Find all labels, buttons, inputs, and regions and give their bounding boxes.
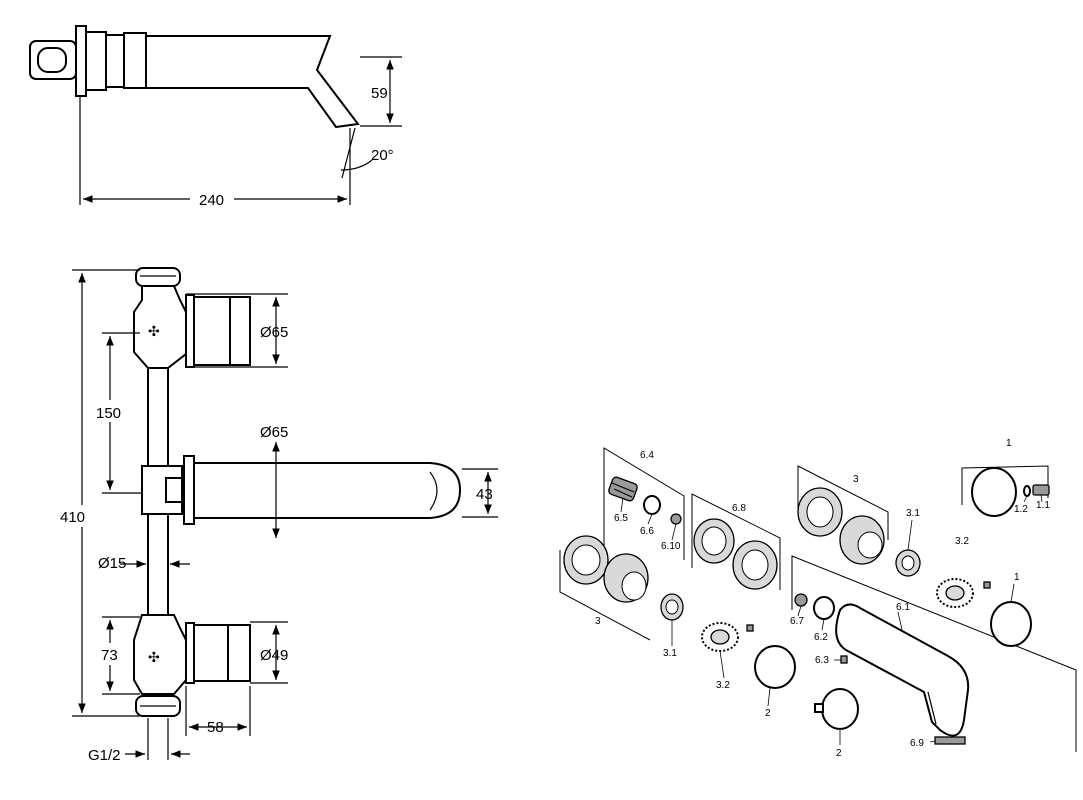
spout-angle-label: 20° <box>371 147 394 164</box>
part-1-top-handle <box>971 467 1050 517</box>
handle-depth-label: 58 <box>207 719 224 736</box>
rosette-diameter-bottom-label: Ø49 <box>260 647 288 664</box>
label-1-2: 1.2 <box>1014 504 1028 515</box>
label-1-top: 1 <box>1006 438 1012 449</box>
thread-label: G1/2 <box>88 747 121 764</box>
handle-spacing-label: 150 <box>96 405 121 422</box>
part-3-2-left <box>701 622 754 652</box>
rosette-diameter-top-label: Ø65 <box>260 324 288 341</box>
part-6-2 <box>813 596 835 620</box>
label-6-1: 6.1 <box>896 602 910 613</box>
part-6-1-spout <box>835 603 970 737</box>
rosette-diameter-spout-label: Ø65 <box>260 424 288 441</box>
part-3-top <box>797 487 885 565</box>
part-6-5 <box>608 476 638 502</box>
part-2-left <box>754 645 796 689</box>
label-6-8: 6.8 <box>732 503 746 514</box>
label-6-2: 6.2 <box>814 632 828 643</box>
part-6-6 <box>643 495 661 515</box>
part-3-1-top <box>895 549 921 577</box>
label-3-left: 3 <box>595 616 601 627</box>
label-6-6: 6.6 <box>640 526 654 537</box>
spout-side <box>85 31 360 129</box>
part-6-9 <box>934 736 966 745</box>
label-6-7: 6.7 <box>790 616 804 627</box>
part-3-2-top <box>936 578 991 608</box>
pipe-diameter-label: Ø15 <box>98 555 126 572</box>
part-1-handle <box>990 601 1032 647</box>
label-2-right: 2 <box>836 748 842 759</box>
spout-length-label: 240 <box>199 192 224 209</box>
spout-drop-label: 59 <box>371 85 388 102</box>
front-view: ✣ ✣ 410 150 73 <box>60 267 498 764</box>
label-3-top: 3 <box>853 474 859 485</box>
lower-offset-label: 73 <box>101 647 118 664</box>
valve-body-side <box>29 25 87 97</box>
side-view: 59 20° 240 <box>29 25 402 209</box>
label-1-right: 1 <box>1014 572 1020 583</box>
exploded-view: 6.4 6.5 6.6 6.10 6.8 3 3.1 3.2 2 3 3.1 3… <box>559 438 1077 759</box>
label-6-4: 6.4 <box>640 450 654 461</box>
part-2-right <box>814 688 859 730</box>
label-3-1-left: 3.1 <box>663 648 677 659</box>
label-6-10: 6.10 <box>661 541 681 552</box>
label-6-9: 6.9 <box>910 738 924 749</box>
label-6-3: 6.3 <box>815 655 829 666</box>
label-3-2-top: 3.2 <box>955 536 969 547</box>
label-6-5: 6.5 <box>614 513 628 524</box>
part-6-7 <box>794 593 808 607</box>
label-2-left: 2 <box>765 708 771 719</box>
svg-text:✣: ✣ <box>148 323 160 339</box>
part-3-left <box>563 535 649 603</box>
part-6-8 <box>693 518 778 590</box>
spout-height-label: 43 <box>476 486 493 503</box>
total-height-label: 410 <box>60 509 85 526</box>
label-3-2-left: 3.2 <box>716 680 730 691</box>
label-1-1: 1.1 <box>1036 500 1050 511</box>
part-6-3 <box>840 655 848 664</box>
label-3-1-top: 3.1 <box>906 508 920 519</box>
part-3-1-left <box>660 593 684 621</box>
svg-text:✣: ✣ <box>148 649 160 665</box>
part-6-10 <box>670 513 682 525</box>
